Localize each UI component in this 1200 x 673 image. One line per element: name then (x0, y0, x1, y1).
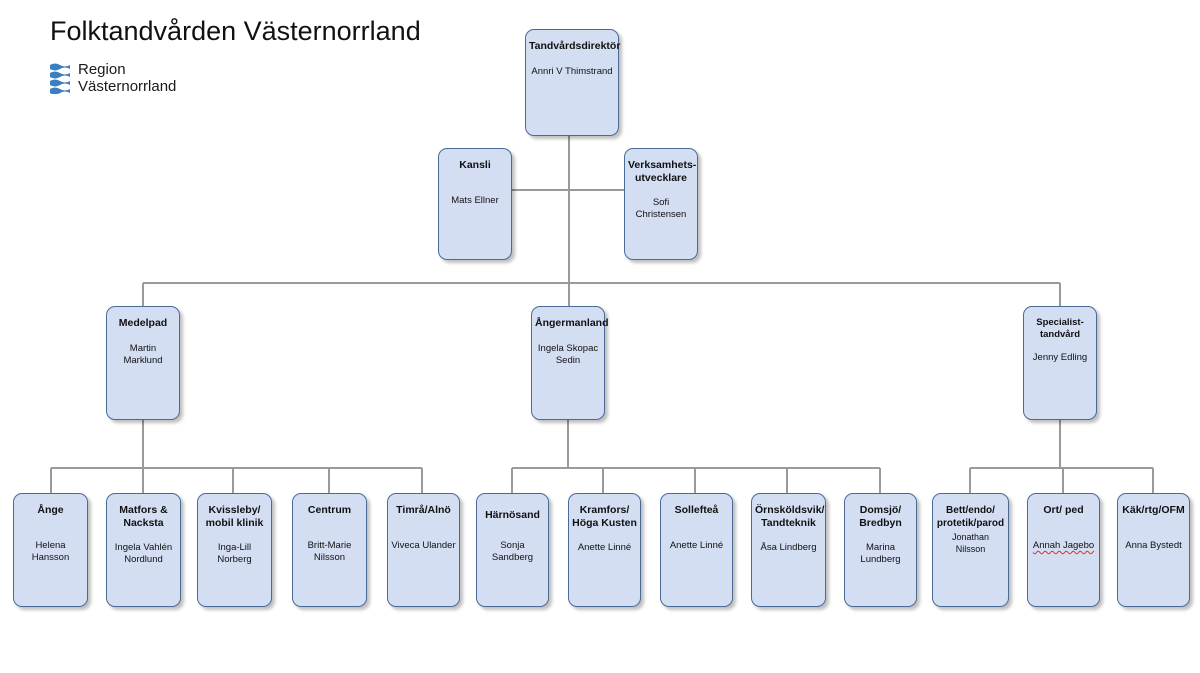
node-director[interactable]: Tandvårdsdirektör Annri V Thimstrand (525, 29, 621, 136)
node-title: Domsjö/ Bredbyn (859, 504, 902, 529)
node-unit-ange[interactable]: Ånge Helena Hansson (13, 493, 88, 607)
node-area-angermanland[interactable]: Ångermanland Ingela Skopac Sedin (531, 306, 609, 420)
node-unit-domsjo[interactable]: Domsjö/ Bredbyn Marina Lundberg (844, 493, 917, 607)
node-title: Örnsköldsvik/ Tandteknik (755, 504, 825, 529)
node-title: Matfors & Nacksta (119, 504, 168, 529)
node-name: Åsa Lindberg (760, 542, 817, 553)
logo-text-line2: Västernorrland (78, 78, 177, 95)
node-name: Marina Lundberg (860, 542, 901, 565)
node-name: Inga-Lill Norberg (217, 542, 252, 565)
node-title: Bett/endo/ protetik/parod (936, 505, 1005, 529)
node-name: Helena Hansson (31, 540, 70, 563)
logo-text: Region Västernorrland (78, 61, 176, 95)
page-title: Folktandvården Västernorrland (50, 16, 421, 46)
logo-text-line1: Region (78, 61, 126, 78)
node-title: Timrå/Alnö (396, 504, 451, 516)
node-unit-kvissleby[interactable]: Kvissleby/ mobil klinik Inga-Lill Norber… (197, 493, 272, 607)
node-area-medelpad[interactable]: Medelpad Martin Marklund (106, 306, 180, 420)
node-title: Härnösand (485, 509, 540, 521)
node-kansli[interactable]: Kansli Mats Ellner (438, 148, 512, 260)
node-title: Kramfors/ Höga Kusten (572, 504, 637, 529)
node-name: Anette Linné (669, 540, 724, 551)
region-logo: Region Västernorrland (50, 61, 210, 98)
node-title: Käk/rtg/OFM (1122, 504, 1185, 516)
node-name: Martin Marklund (123, 343, 163, 366)
node-name: Annri V Thimstrand (531, 66, 613, 77)
node-title: Ort/ ped (1043, 504, 1084, 516)
node-title: Tandvårdsdirektör (529, 40, 621, 52)
node-unit-ornskoldsvik[interactable]: Örnsköldsvik/ Tandteknik Åsa Lindberg (751, 493, 826, 607)
node-title: Kansli (459, 159, 491, 171)
node-unit-bett-endo[interactable]: Bett/endo/ protetik/parod Jonathan Nilss… (932, 493, 1009, 607)
node-title: Centrum (307, 504, 352, 516)
node-name: Britt-Marie Nilsson (307, 540, 352, 563)
node-name: Jenny Edling (1032, 352, 1088, 363)
node-name: Annah Jagebo (1032, 540, 1095, 551)
node-unit-matfors[interactable]: Matfors & Nacksta Ingela Vahlén Nordlund (106, 493, 181, 607)
node-unit-centrum[interactable]: Centrum Britt-Marie Nilsson (292, 493, 367, 607)
node-title: Sollefteå (674, 504, 719, 516)
node-unit-timra[interactable]: Timrå/Alnö Viveca Ulander (387, 493, 460, 607)
node-name: Jonathan Nilsson (951, 532, 990, 554)
node-title: Ånge (37, 504, 64, 516)
node-name: Sonja Sandberg (491, 540, 534, 563)
node-title: Ångermanland (535, 317, 609, 329)
node-verksamhetsutvecklare[interactable]: Verksamhets- utvecklare Sofi Christensen (624, 148, 698, 260)
node-name: Anette Linné (577, 542, 632, 553)
node-unit-harnosand[interactable]: Härnösand Sonja Sandberg (476, 493, 549, 607)
node-unit-ort-ped[interactable]: Ort/ ped Annah Jagebo (1027, 493, 1100, 607)
region-vasternorrland-logo-icon (50, 63, 70, 94)
node-name: Anna Bystedt (1125, 540, 1182, 551)
node-title: Medelpad (118, 317, 168, 329)
node-unit-solleftea[interactable]: Sollefteå Anette Linné (660, 493, 733, 607)
node-name: Ingela Skopac Sedin (537, 343, 599, 366)
node-name: Mats Ellner (451, 195, 499, 206)
node-name: Sofi Christensen (635, 197, 687, 220)
node-title: Kvissleby/ mobil klinik (205, 504, 264, 529)
node-title: Verksamhets- utvecklare (628, 159, 697, 184)
node-unit-kramfors[interactable]: Kramfors/ Höga Kusten Anette Linné (568, 493, 641, 607)
node-title: Specialist- tandvård (1036, 317, 1084, 340)
node-name: Ingela Vahlén Nordlund (114, 542, 173, 565)
node-unit-kak-rtg-ofm[interactable]: Käk/rtg/OFM Anna Bystedt (1117, 493, 1190, 607)
node-name: Viveca Ulander (391, 540, 456, 551)
node-area-specialist[interactable]: Specialist- tandvård Jenny Edling (1023, 306, 1097, 420)
